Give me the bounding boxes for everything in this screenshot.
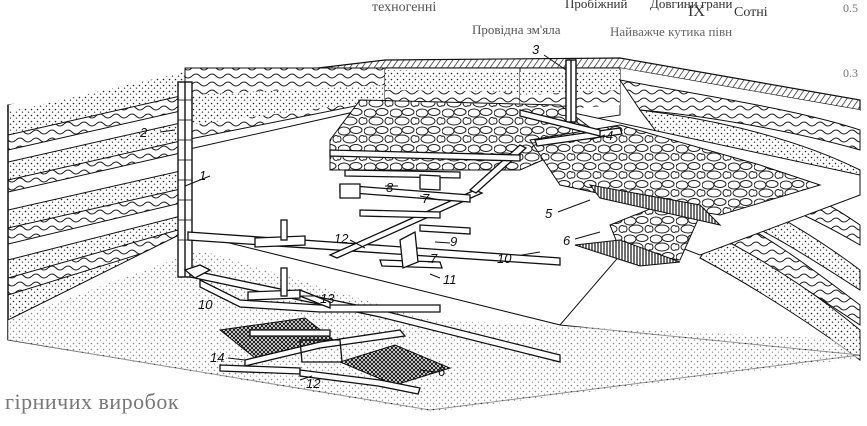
label-10b: 10 — [198, 297, 213, 312]
header-row2c: Найважче кутика півн — [610, 24, 733, 39]
header-row2b: Провідна зм'яла — [472, 22, 561, 37]
shaft-1 — [177, 81, 193, 278]
shaft-3 — [565, 59, 577, 123]
header-col2b: Довгини грани — [650, 0, 733, 11]
label-1: 1 — [199, 168, 206, 183]
label-2: 2 — [139, 125, 148, 140]
lower-panel-right — [338, 344, 452, 386]
header-roman: IX — [688, 3, 705, 20]
header-col2a: Пробіжний — [565, 0, 628, 11]
header-col1: Сотні — [734, 5, 768, 20]
label-12a: 12 — [334, 231, 349, 246]
label-3: 3 — [532, 42, 540, 57]
coal-face-6 — [574, 239, 681, 267]
label-13: 13 — [320, 291, 335, 306]
label-12b: 12 — [306, 376, 321, 391]
label-11: 11 — [443, 272, 457, 287]
label-7b: 7 — [430, 251, 438, 266]
label-14: 14 — [210, 350, 224, 365]
label-5: 5 — [545, 206, 553, 221]
header-val1: 0.5 — [843, 1, 858, 15]
coal-face-5 — [588, 184, 722, 226]
label-6b: 6 — [438, 364, 446, 379]
label-6a: 6 — [563, 233, 571, 248]
header-row2a: техногенні — [372, 0, 437, 15]
roadways — [183, 109, 623, 395]
label-9: 9 — [450, 234, 457, 249]
leader-lines — [159, 54, 606, 381]
label-8: 8 — [386, 180, 394, 195]
label-4: 4 — [606, 128, 613, 143]
label-10a: 10 — [497, 251, 512, 266]
header-val2: 0.3 — [843, 66, 858, 80]
caption-text: гірничих виробок — [5, 389, 180, 414]
label-7a: 7 — [422, 191, 430, 206]
